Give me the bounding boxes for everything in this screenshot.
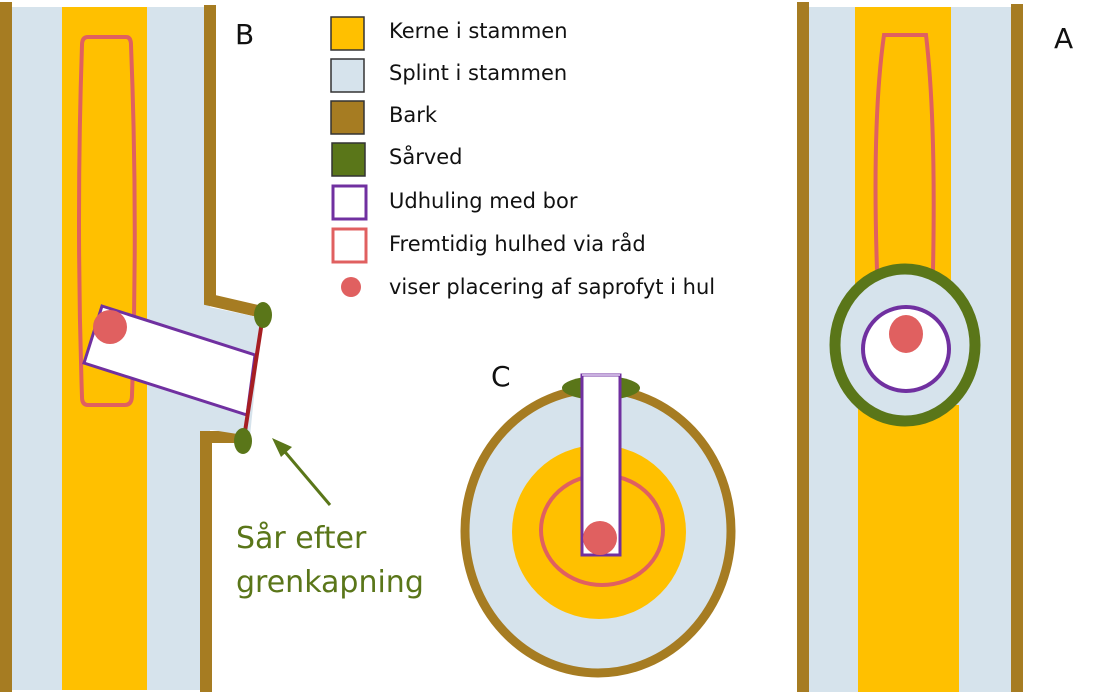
panel-a-future-cavity (873, 33, 936, 271)
panel-a-letter: A (1054, 22, 1073, 55)
panel-b-bark-left (0, 2, 12, 692)
panel-a-heartwood-lower (858, 405, 959, 692)
legend-swatch-future-cavity (331, 227, 368, 264)
legend-swatch-sapwood (330, 58, 365, 93)
legend-swatch-drill-hole (331, 184, 368, 221)
legend-swatch-bark (330, 100, 365, 135)
legend-swatch-saprophyte (341, 277, 361, 297)
panel-b-bark-right-lower (200, 431, 244, 692)
annotation-arrow-shaft (278, 445, 332, 506)
panel-b-future-cavity (77, 35, 137, 407)
legend-label-sapwood: Splint i stammen (389, 61, 567, 85)
legend-label-saprophyte: viser placering af saprofyt i hul (389, 275, 715, 299)
panel-b-saprophyte-dot (93, 310, 127, 344)
panel-b-woundwood-top (254, 302, 272, 328)
legend-label-future-cavity: Fremtidig hulhed via råd (389, 231, 646, 256)
panel-a-bark-right (1011, 4, 1023, 692)
panel-a-bark-left (797, 2, 809, 692)
panel-c-saprophyte-dot (583, 521, 617, 555)
legend-label-heartwood: Kerne i stammen (389, 19, 568, 43)
legend-label-bark: Bark (389, 103, 438, 127)
panel-a-saprophyte-dot (889, 315, 923, 353)
panel-b: B (0, 2, 272, 692)
panel-a: A (797, 2, 1073, 692)
annotation-line-2: grenkapning (236, 565, 424, 600)
annotation-arrow-head (272, 438, 292, 457)
legend-swatch-heartwood (330, 16, 365, 51)
legend-swatch-woundwood (331, 142, 366, 177)
panel-c-letter: C (491, 360, 511, 393)
annotation-line-1: Sår efter (236, 521, 367, 556)
legend-label-drill-hole: Udhuling med bor (389, 189, 578, 213)
panel-c: C (460, 360, 736, 678)
wound-annotation: Sår efter grenkapning (236, 438, 424, 600)
panel-b-bark-right-upper (204, 5, 264, 318)
legend: Kerne i stammen Splint i stammen Bark Så… (330, 16, 715, 299)
panel-b-letter: B (235, 18, 254, 51)
legend-label-woundwood: Sårved (389, 144, 463, 169)
panel-b-cut-surface (242, 314, 265, 439)
panel-b-woundwood-bottom (234, 428, 252, 454)
